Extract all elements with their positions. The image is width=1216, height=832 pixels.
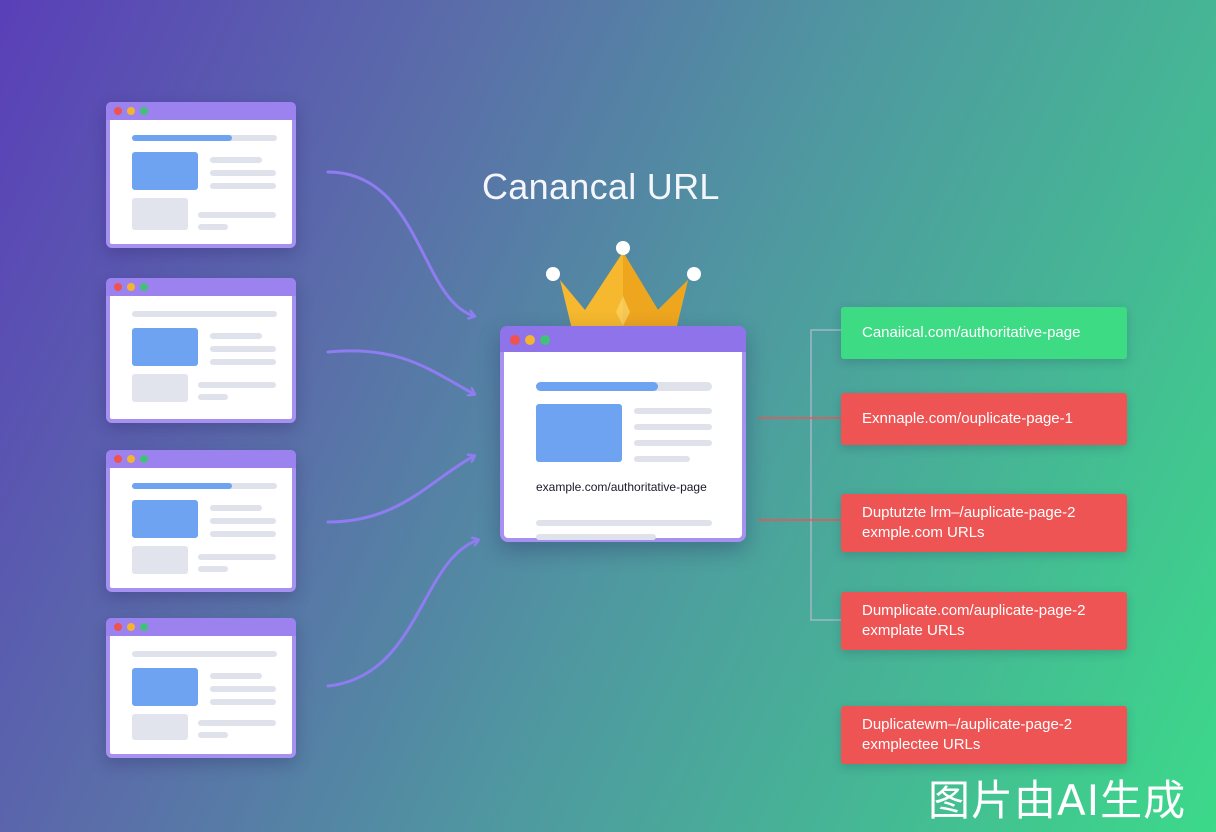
url-box-line: exmple.com URLs bbox=[862, 524, 985, 541]
window-titlebar bbox=[106, 618, 296, 636]
red-dot-icon bbox=[114, 107, 122, 115]
window-titlebar bbox=[106, 278, 296, 296]
green-dot-icon bbox=[140, 283, 148, 291]
url-box-line: Dumplicate.com/auplicate-page-2 bbox=[862, 602, 1086, 619]
url-box-line: Duptutzte lrm–/auplicate-page-2 bbox=[862, 504, 1076, 521]
arrow-2 bbox=[326, 349, 474, 394]
red-dot-icon bbox=[114, 455, 122, 463]
window-titlebar bbox=[106, 450, 296, 468]
red-dot-icon bbox=[510, 335, 520, 345]
duplicate-url-box-4: Duplicatewm–/auplicate-page-2 exmplectee… bbox=[841, 706, 1127, 764]
window-titlebar bbox=[500, 326, 746, 352]
diagram-title: Canancal URL bbox=[482, 166, 720, 207]
duplicate-page-window-4 bbox=[106, 618, 296, 758]
duplicate-page-window-3 bbox=[106, 450, 296, 592]
url-box-line: exmplectee URLs bbox=[862, 736, 981, 753]
duplicate-page-window-2 bbox=[106, 278, 296, 423]
url-box-line: Canaiical.com/authoritative-page bbox=[862, 324, 1081, 341]
red-dot-icon bbox=[114, 283, 122, 291]
url-box-line: Duplicatewm–/auplicate-page-2 bbox=[862, 716, 1073, 733]
green-dot-icon bbox=[540, 335, 550, 345]
yellow-dot-icon bbox=[127, 455, 135, 463]
yellow-dot-icon bbox=[127, 283, 135, 291]
yellow-dot-icon bbox=[127, 107, 135, 115]
canonical-url-box: Canaiical.com/authoritative-page bbox=[841, 307, 1127, 359]
bracket-line bbox=[810, 329, 841, 621]
duplicate-url-box-1: Exnnaple.com/ouplicate-page-1 bbox=[841, 393, 1127, 445]
green-dot-icon bbox=[140, 455, 148, 463]
yellow-dot-icon bbox=[127, 623, 135, 631]
url-box-line: exmplate URLs bbox=[862, 622, 965, 639]
canonical-page-url: example.com/authoritative-page bbox=[536, 480, 707, 494]
yellow-dot-icon bbox=[525, 335, 535, 345]
arrow-4 bbox=[326, 540, 478, 688]
window-titlebar bbox=[106, 102, 296, 120]
green-dot-icon bbox=[140, 107, 148, 115]
red-dot-icon bbox=[114, 623, 122, 631]
duplicate-page-window-1 bbox=[106, 102, 296, 248]
duplicate-url-box-3: Dumplicate.com/auplicate-page-2 exmplate… bbox=[841, 592, 1127, 650]
duplicate-url-box-2: Duptutzte lrm–/auplicate-page-2 exmple.c… bbox=[841, 494, 1127, 552]
arrow-1 bbox=[326, 170, 474, 316]
green-dot-icon bbox=[140, 623, 148, 631]
ai-generated-watermark: 图片由AI生成 bbox=[928, 776, 1187, 825]
arrow-3 bbox=[326, 456, 474, 524]
url-box-line: Exnnaple.com/ouplicate-page-1 bbox=[862, 410, 1073, 427]
canonical-page-window: example.com/authoritative-page bbox=[500, 326, 746, 542]
